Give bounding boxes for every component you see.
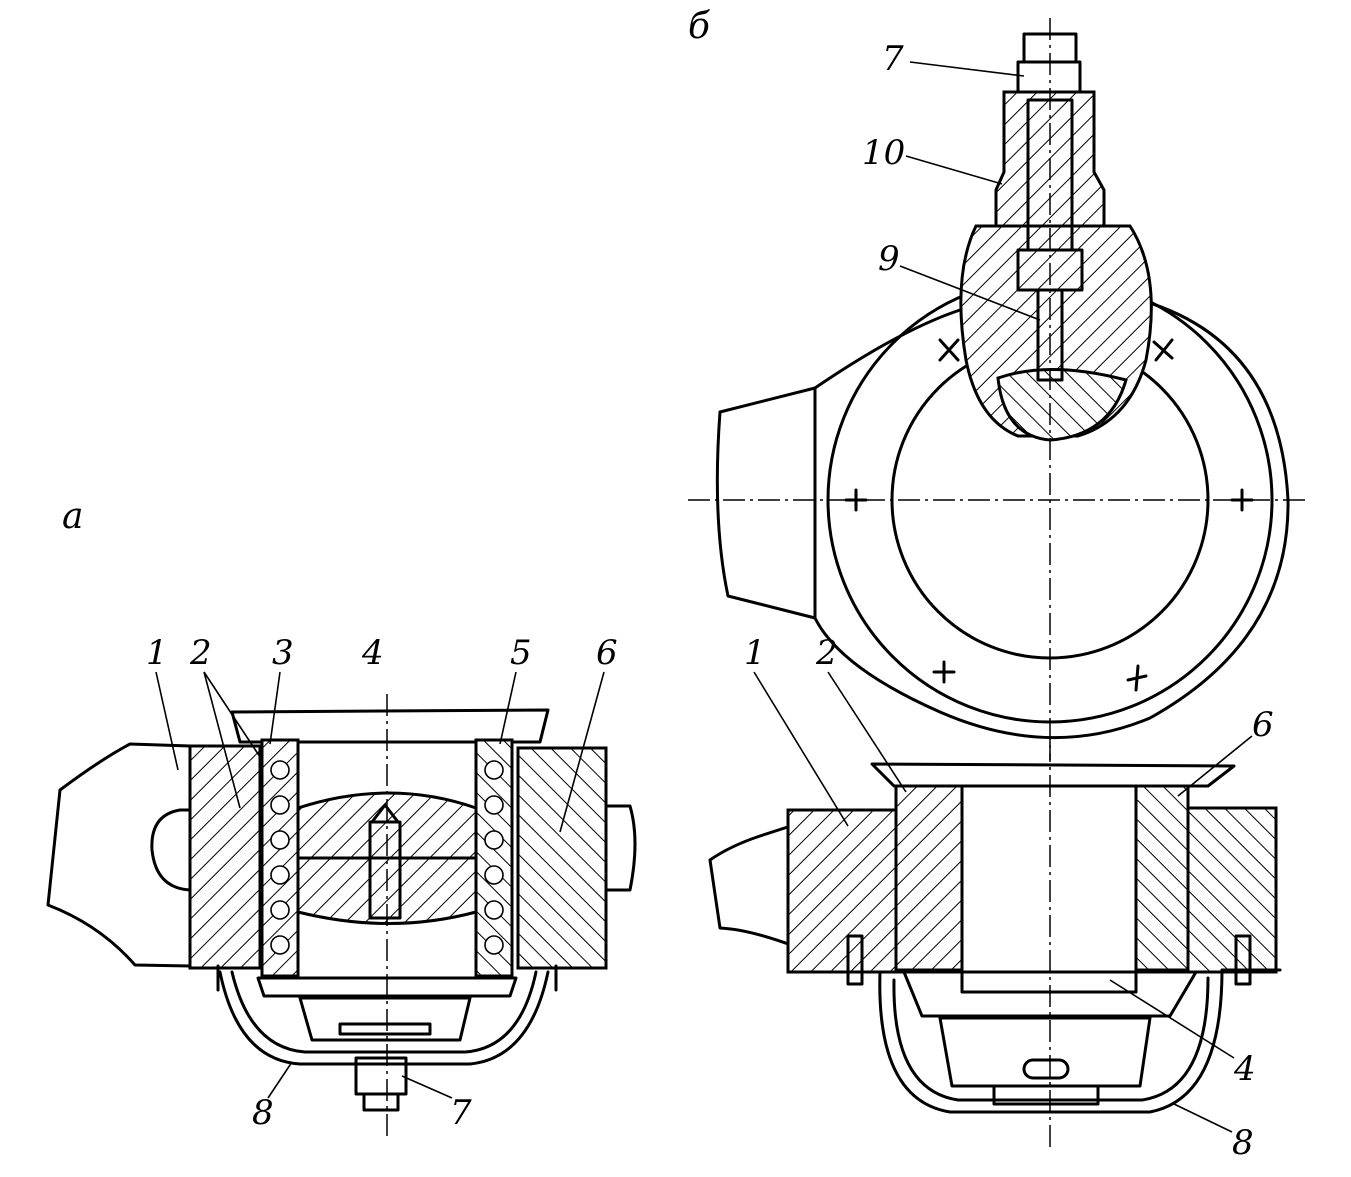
a-label-7: 7 xyxy=(450,1093,472,1133)
a-label-6: 6 xyxy=(596,633,618,673)
a-cap-inner xyxy=(298,996,472,1042)
b-king-pin xyxy=(960,784,1138,994)
a-housing-right-tab xyxy=(604,804,637,892)
section-b-letter: б xyxy=(688,6,711,47)
view-b-top xyxy=(688,18,1310,760)
b-bushing-left xyxy=(894,784,964,972)
a-housing-right xyxy=(516,746,608,970)
a-label-4: 4 xyxy=(361,633,384,673)
view-b-bottom xyxy=(708,740,1282,1150)
b-label-9: 9 xyxy=(878,239,900,279)
a-rollers-right xyxy=(484,760,504,955)
b-arm-top xyxy=(718,308,962,414)
b-cap xyxy=(902,970,1198,1018)
a-housing-left xyxy=(188,744,262,970)
b-label-6: 6 xyxy=(1252,705,1274,745)
b-grease-nipple xyxy=(1016,60,1082,94)
a-knuckle-arm xyxy=(46,742,192,968)
a-arm-slot xyxy=(150,808,192,892)
b-label-2: 2 xyxy=(815,633,838,673)
b-label-7: 7 xyxy=(882,39,904,79)
b-top-cover xyxy=(870,762,1236,788)
a-top-cover xyxy=(230,708,550,744)
b-bushing-right xyxy=(1134,784,1190,972)
a-label-3: 3 xyxy=(272,633,294,673)
a-grease-channel xyxy=(368,820,402,920)
a-bottom-cap xyxy=(256,976,518,998)
a-dust-cover xyxy=(218,970,550,1066)
a-label-2: 2 xyxy=(189,633,212,673)
b-label-1: 1 xyxy=(744,633,766,673)
b-cap-inner xyxy=(938,1016,1152,1088)
a-label-5: 5 xyxy=(510,633,532,673)
b-label-4: 4 xyxy=(1233,1049,1256,1089)
a-label-1: 1 xyxy=(146,633,168,673)
section-a-letter: а xyxy=(62,496,83,537)
b-label-8: 8 xyxy=(1232,1123,1254,1163)
a-label-8: 8 xyxy=(252,1093,274,1133)
view-b-labels: 7 10 9 1 2 6 4 8 xyxy=(744,39,1274,1163)
b-housing-right xyxy=(1180,806,1278,974)
a-rollers-left xyxy=(270,760,290,955)
view-a-labels: 1 2 3 4 5 6 8 7 xyxy=(146,633,618,1133)
view-a xyxy=(46,694,637,1138)
b-label-10: 10 xyxy=(862,133,905,173)
